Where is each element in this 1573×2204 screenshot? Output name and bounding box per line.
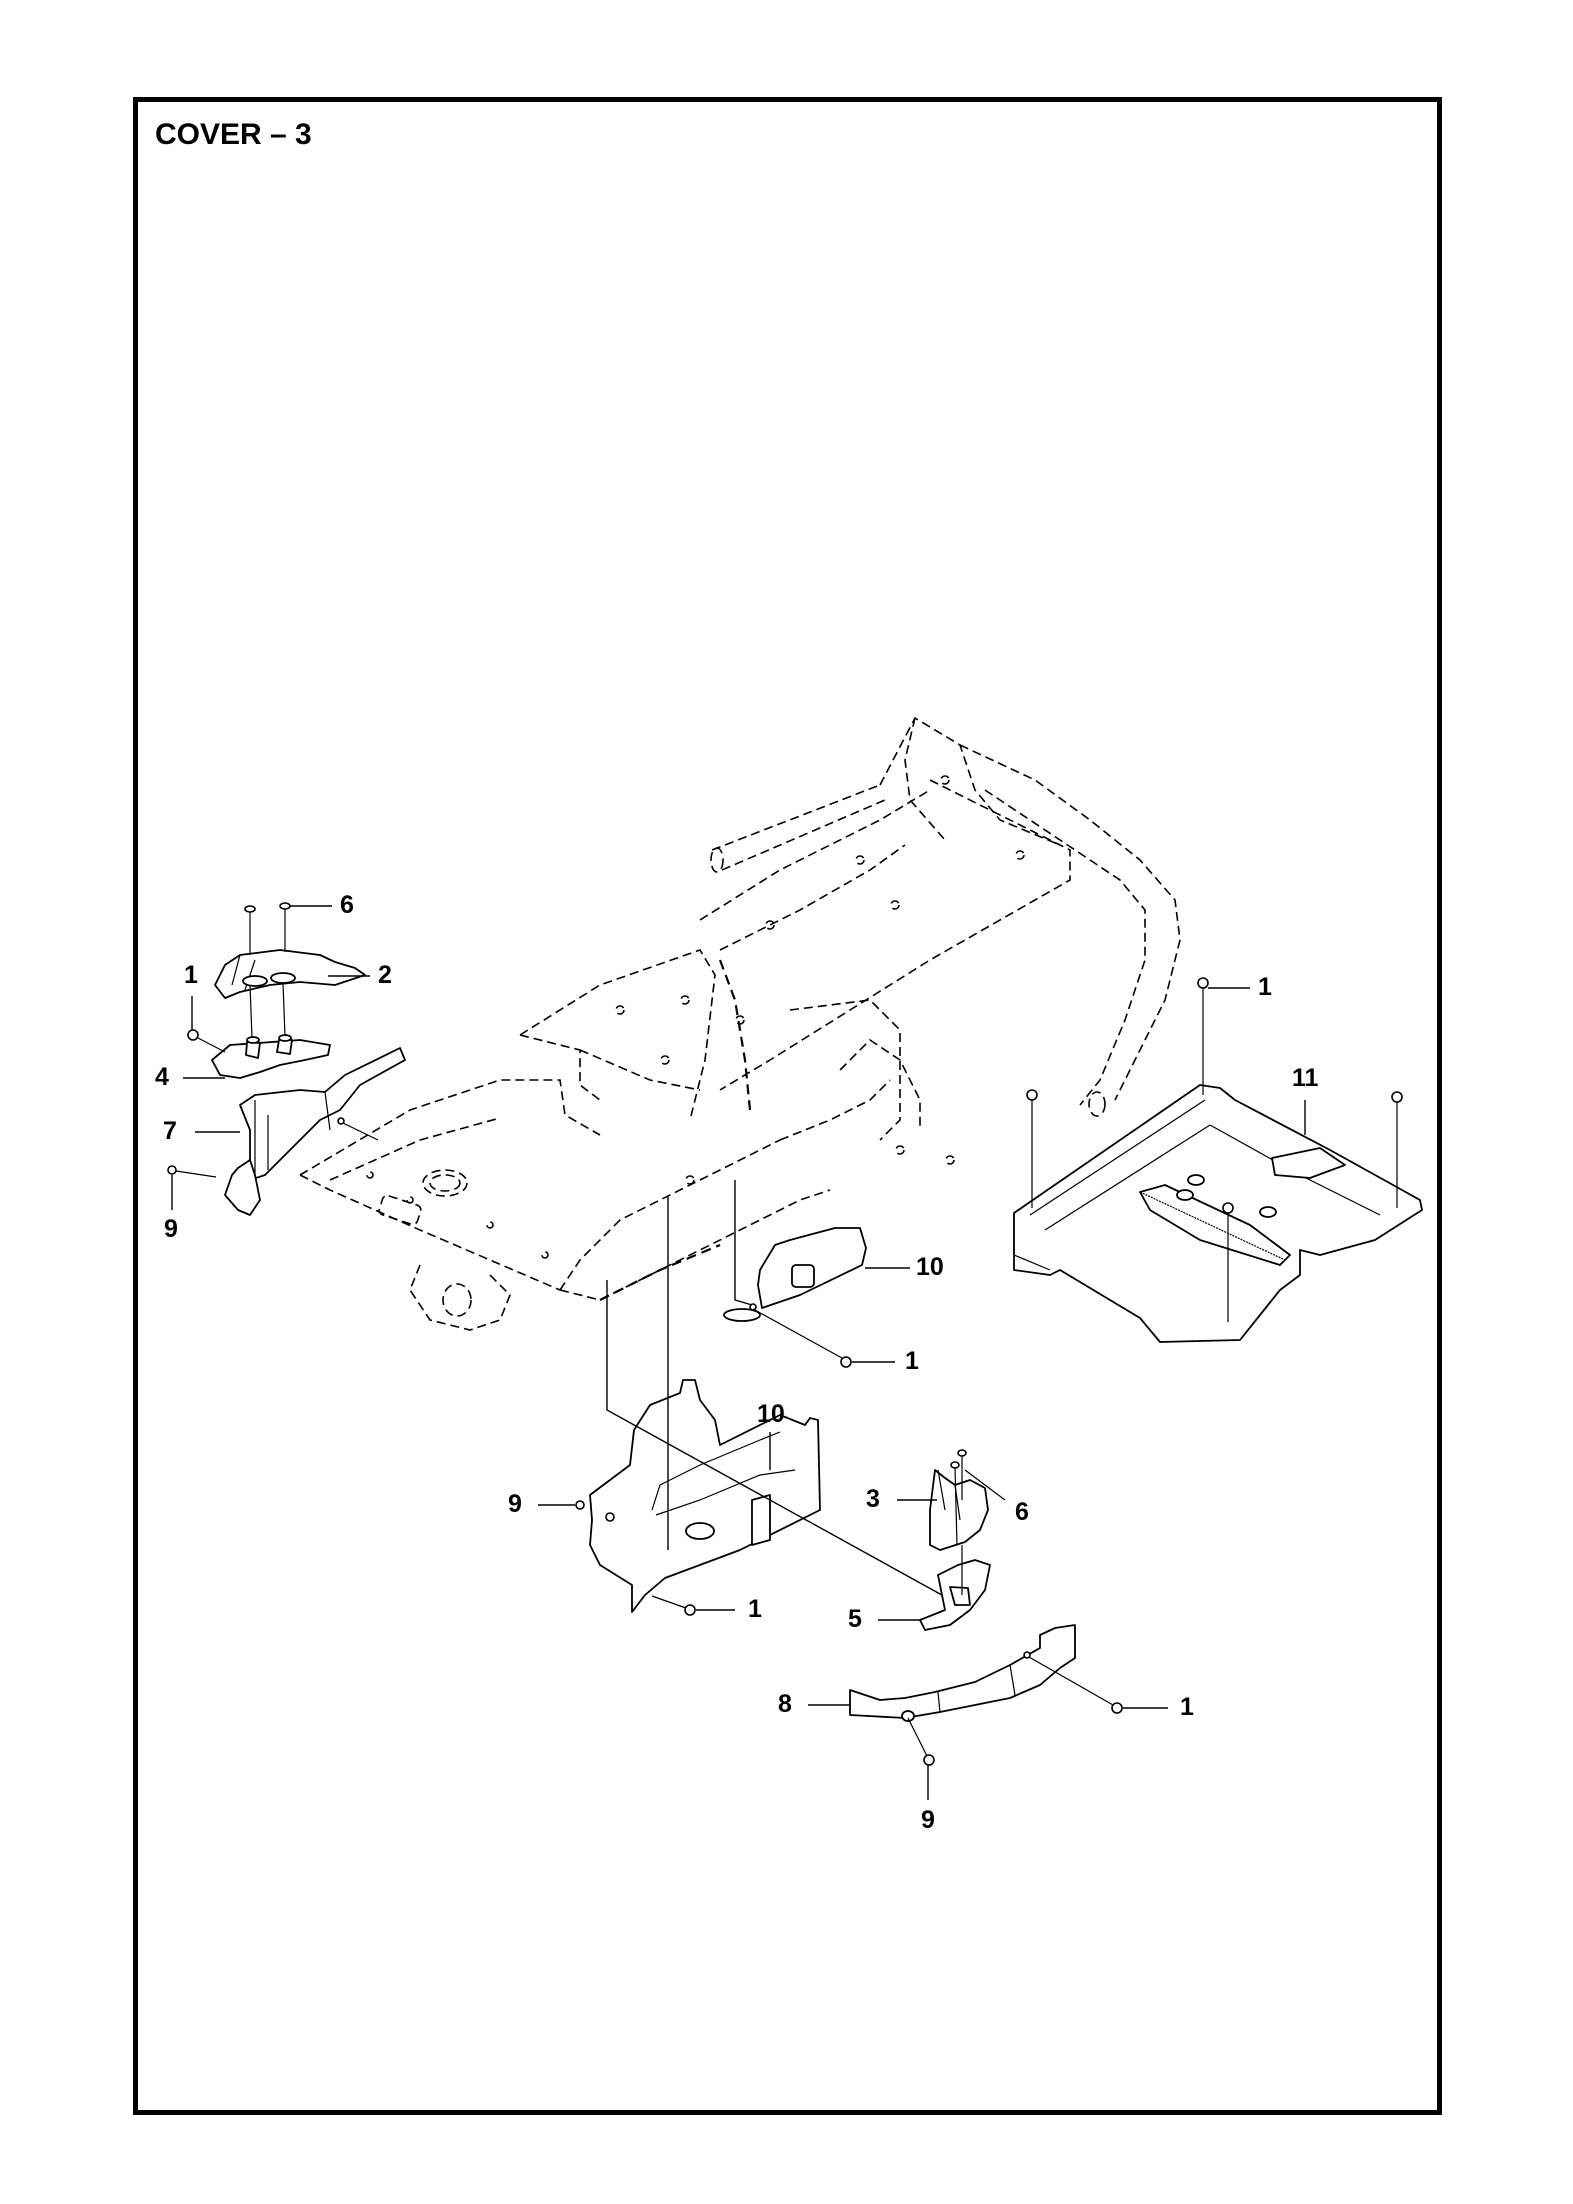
part-9-fastener-left (167, 1165, 217, 1210)
part-3-shield (929, 1469, 989, 1551)
callout-9-bottom: 9 (921, 1806, 935, 1834)
callout-9-left: 9 (164, 1215, 178, 1243)
part-1-fasteners-floor-cover (1026, 977, 1403, 1322)
callout-4: 4 (155, 1063, 169, 1091)
part-6-screws-top (244, 902, 332, 955)
callout-7: 7 (163, 1117, 177, 1145)
callout-6-lower: 6 (1015, 1498, 1029, 1526)
callout-6-top: 6 (340, 891, 354, 919)
callout-8: 8 (778, 1690, 792, 1718)
callout-1-right-top: 1 (1258, 973, 1272, 1001)
part-10-upper-cover (723, 1180, 910, 1368)
chassis-frame-outline (299, 716, 1181, 1331)
part-7-bracket (224, 1047, 406, 1216)
callout-9-mid: 9 (508, 1490, 522, 1518)
callout-10-lower: 10 (757, 1400, 785, 1428)
callout-1-lower: 1 (748, 1595, 762, 1623)
callout-1-bottom-right: 1 (1180, 1693, 1194, 1721)
drawing-border (133, 97, 1442, 2115)
callout-1-left: 1 (184, 961, 198, 989)
page-title: COVER – 3 (155, 118, 312, 151)
part-2-shield-cover (214, 949, 366, 999)
part-10-lower-cover (538, 1195, 961, 1616)
part-4-base-plate (211, 982, 331, 1079)
part-5-base (878, 1545, 991, 1631)
part-1-fastener-left (187, 996, 226, 1053)
callout-10-upper: 10 (916, 1253, 944, 1281)
callout-5: 5 (848, 1605, 862, 1633)
part-8-side-cover (808, 1624, 1168, 1800)
callout-1-mid: 1 (905, 1347, 919, 1375)
callout-2: 2 (378, 961, 392, 989)
callout-3: 3 (866, 1485, 880, 1513)
part-6-screws-lower (897, 1449, 1006, 1546)
callout-11: 11 (1292, 1064, 1319, 1092)
part-11-floor-cover (1013, 1084, 1423, 1343)
